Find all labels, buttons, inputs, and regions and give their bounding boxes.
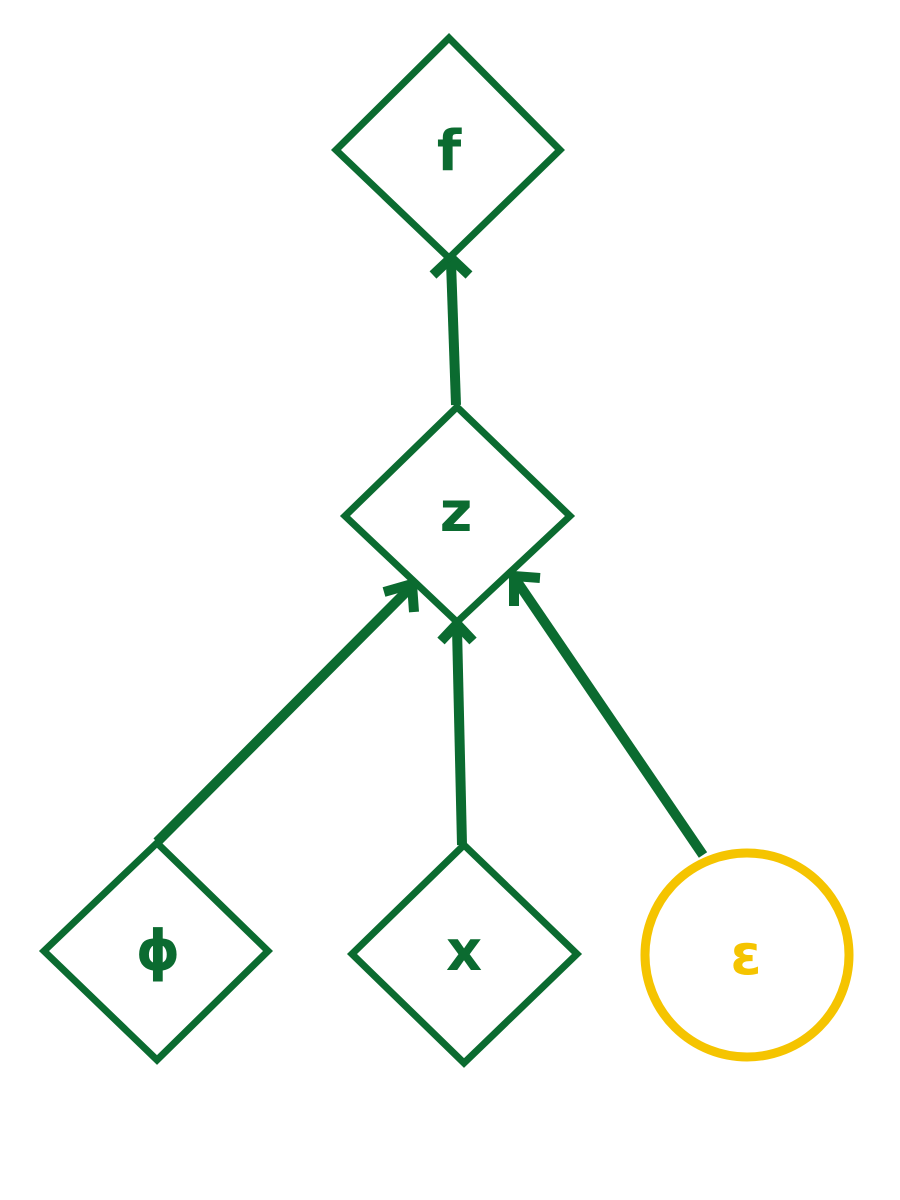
diamond-shape <box>339 402 576 627</box>
edge-x-to-z <box>437 616 477 846</box>
node-phi-label: ϕ <box>136 919 181 984</box>
node-phi: ϕ <box>38 838 274 1065</box>
edge-z-to-f <box>429 251 473 406</box>
node-epsilon-label: ε <box>730 923 761 988</box>
diamond-shape <box>346 840 583 1068</box>
node-x-label: x <box>446 919 482 984</box>
node-f-label: f <box>437 119 462 184</box>
circle-shape <box>640 848 854 1062</box>
nodes: f z ϕ x ε <box>38 33 854 1068</box>
node-f: f <box>330 33 565 263</box>
diamond-shape <box>330 33 565 263</box>
node-z-label: z <box>440 480 473 545</box>
node-x: x <box>346 840 583 1068</box>
edge-phi-to-z <box>153 577 419 846</box>
arrowhead-icon <box>509 570 541 606</box>
node-z: z <box>339 402 576 627</box>
node-epsilon: ε <box>640 848 854 1062</box>
diamond-shape <box>38 838 274 1065</box>
edge-epsilon-to-z <box>509 570 708 858</box>
